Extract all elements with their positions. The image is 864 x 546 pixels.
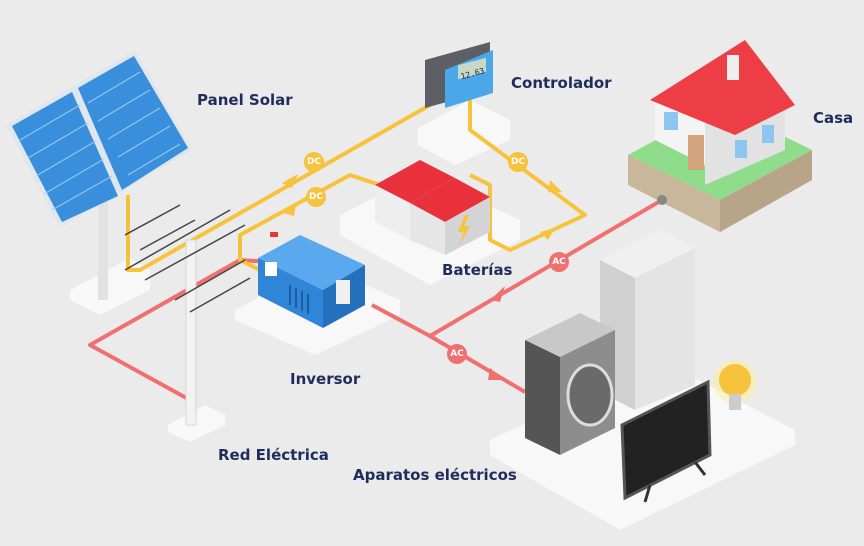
grid-to-inverter-wire <box>88 258 271 402</box>
panel-to-controller-wire <box>126 103 431 272</box>
dc-badge: DC <box>508 152 528 172</box>
light-bulb-icon <box>713 360 757 410</box>
controller-label: Controlador <box>511 74 612 92</box>
ac-badge: AC <box>549 252 569 272</box>
charge-controller: 12.63 <box>425 42 493 108</box>
dc-badge: DC <box>304 152 324 172</box>
controller-to-battery-wire <box>468 100 587 252</box>
appliances-label: Aparatos eléctricos <box>353 466 517 484</box>
dc-arrow-4 <box>540 228 555 240</box>
dc-wiring <box>126 100 587 272</box>
batteries <box>375 160 490 255</box>
dc-arrow-3 <box>548 180 562 192</box>
house <box>628 40 812 232</box>
dc-arrow-2 <box>280 204 296 216</box>
batteries-label: Baterías <box>442 261 513 279</box>
inverter-to-appliances-wire <box>428 334 527 394</box>
dc-badge: DC <box>306 187 326 207</box>
washing-machine <box>525 313 615 455</box>
solar-panel-label: Panel Solar <box>197 91 293 109</box>
refrigerator <box>600 230 695 410</box>
house-label: Casa <box>813 109 854 127</box>
solar-panel <box>6 50 192 300</box>
grid-label: Red Eléctrica <box>218 446 329 464</box>
ac-wiring <box>88 198 664 402</box>
ac-arrow-house <box>490 286 505 302</box>
battery-to-inverter-wire <box>238 173 381 272</box>
dc-arrow-1 <box>282 174 298 188</box>
ac-badge: AC <box>447 344 467 364</box>
television <box>620 379 712 503</box>
inverter <box>258 232 365 328</box>
ac-arrow-appliances <box>488 368 505 380</box>
inverter-label: Inversor <box>290 370 361 388</box>
utility-pole <box>124 204 251 426</box>
